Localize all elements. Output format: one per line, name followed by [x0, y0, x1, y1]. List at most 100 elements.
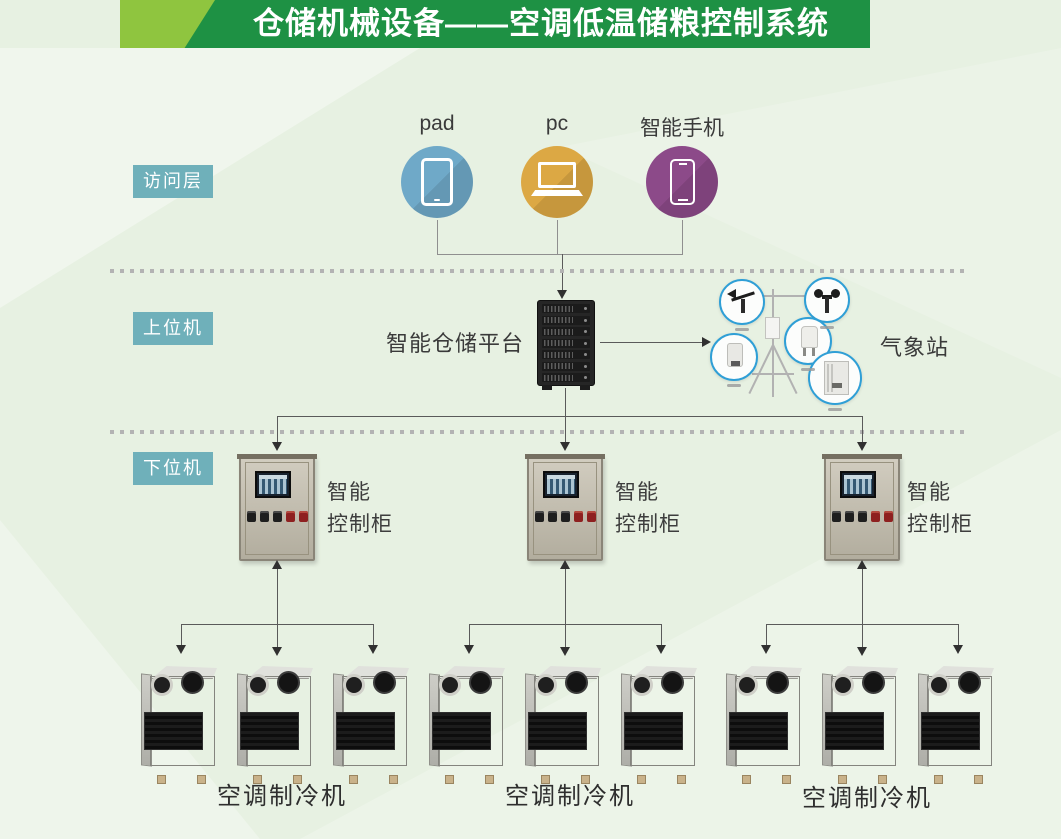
- arrow-down-icon: [560, 442, 570, 451]
- ac-cluster-label: 空调制冷机: [802, 785, 932, 812]
- cabinet-label-line1: 智能: [615, 481, 659, 504]
- rain-gauge-icon: [803, 348, 806, 356]
- cabinet-label-line2: 控制柜: [615, 513, 681, 536]
- distribution-line: [181, 624, 373, 625]
- arrow-down-icon: [272, 442, 282, 451]
- datalogger-icon: [832, 383, 842, 388]
- pc-label: pc: [545, 112, 569, 135]
- ac-machine-icon: [822, 666, 902, 784]
- weather-station-label: 气象站: [880, 335, 950, 360]
- laptop-icon-base: [531, 190, 583, 196]
- bus-line: [277, 416, 863, 417]
- server-slot: [542, 350, 590, 359]
- weather-mast: [772, 289, 774, 397]
- arrow-down-icon: [368, 645, 378, 654]
- datalogger-circle: [808, 351, 862, 405]
- cabinet-door: [830, 462, 894, 555]
- server-foot: [542, 385, 552, 390]
- cabinet-screen: [543, 471, 579, 498]
- cabinet-label: 智能 控制柜: [615, 477, 681, 541]
- arrow-up-icon: [857, 560, 867, 569]
- cabinet-knobs: [535, 511, 596, 522]
- rain-gauge-icon: [812, 348, 815, 356]
- cabinet-label-line2: 控制柜: [327, 513, 393, 536]
- ac-machine-icon: [726, 666, 806, 784]
- cabinet-label-line1: 智能: [327, 481, 371, 504]
- layer-badge-host: 上位机: [133, 312, 213, 345]
- title-banner: 仓储机械设备——空调低温储粮控制系统: [120, 0, 870, 48]
- bus-line: [565, 416, 566, 442]
- ac-cluster-label: 空调制冷机: [217, 783, 347, 810]
- distribution-line: [958, 624, 959, 645]
- connector-line: [437, 254, 683, 255]
- distribution-line: [766, 624, 958, 625]
- distribution-line: [277, 569, 278, 647]
- page-title: 仓储机械设备——空调低温储粮控制系统: [253, 6, 829, 41]
- arrow-down-icon: [656, 645, 666, 654]
- distribution-line: [373, 624, 374, 645]
- layer-divider: [110, 269, 966, 273]
- cabinet-screen: [255, 471, 291, 498]
- arrow-down-icon: [953, 645, 963, 654]
- server-tower-icon: [537, 300, 595, 390]
- cabinet-label-line2: 控制柜: [907, 513, 973, 536]
- instrument-caption: [727, 384, 741, 387]
- connector-line: [437, 220, 438, 254]
- pc-circle: [521, 146, 593, 218]
- ac-machine-icon: [525, 666, 605, 784]
- bus-line: [862, 416, 863, 442]
- sensor-icon: [731, 361, 740, 366]
- cabinet-screen: [840, 471, 876, 498]
- ac-machine-icon: [918, 666, 998, 784]
- wind-vane-icon: [727, 289, 736, 299]
- anemometer-icon: [814, 289, 823, 298]
- server-foot: [580, 385, 590, 390]
- cabinet-label: 智能 控制柜: [327, 477, 393, 541]
- arrow-down-icon: [272, 647, 282, 656]
- cabinet-label: 智能 控制柜: [907, 477, 973, 541]
- anemometer-icon: [831, 289, 840, 298]
- smartphone-circle: [646, 146, 718, 218]
- bus-line: [277, 416, 278, 442]
- instrument-caption: [801, 368, 815, 371]
- platform-label: 智能仓储平台: [386, 331, 525, 356]
- ac-machine-icon: [237, 666, 317, 784]
- wind-vane-circle: [719, 279, 765, 325]
- rain-gauge-icon: [801, 326, 818, 348]
- distribution-line: [181, 624, 182, 645]
- weather-station-icon: [690, 275, 895, 411]
- datalogger-icon: [831, 364, 833, 392]
- ac-machine-icon: [333, 666, 413, 784]
- ac-cluster-label: 空调制冷机: [505, 783, 635, 810]
- control-cabinet-icon: [525, 454, 605, 561]
- weather-crossarm: [740, 295, 806, 297]
- arrow-down-icon: [464, 645, 474, 654]
- smartphone-label: 智能手机: [640, 117, 724, 140]
- server-slot: [542, 315, 590, 325]
- control-cabinet-icon: [237, 454, 317, 561]
- smartphone-icon: [670, 159, 695, 205]
- server-slot: [542, 304, 590, 313]
- arrow-down-icon: [857, 647, 867, 656]
- ac-machine-icon: [141, 666, 221, 784]
- instrument-caption: [735, 328, 749, 331]
- control-cabinet-icon: [822, 454, 902, 561]
- cabinet-knobs: [247, 511, 308, 522]
- distribution-line: [862, 569, 863, 647]
- tablet-icon: [421, 158, 453, 206]
- server-slot: [542, 373, 590, 382]
- mast-box: [765, 317, 780, 339]
- long-shadow: [521, 146, 593, 218]
- arrow-up-icon: [560, 560, 570, 569]
- arrow-down-icon: [176, 645, 186, 654]
- instrument-caption: [820, 326, 834, 329]
- ac-machine-icon: [429, 666, 509, 784]
- arrow-down-icon: [557, 290, 567, 299]
- server-slot: [542, 361, 590, 371]
- arrow-up-icon: [272, 560, 282, 569]
- instrument-caption: [828, 408, 842, 411]
- arrow-down-icon: [857, 442, 867, 451]
- tripod-strut: [752, 373, 794, 375]
- arrow-down-icon: [761, 645, 771, 654]
- cabinet-knobs: [832, 511, 893, 522]
